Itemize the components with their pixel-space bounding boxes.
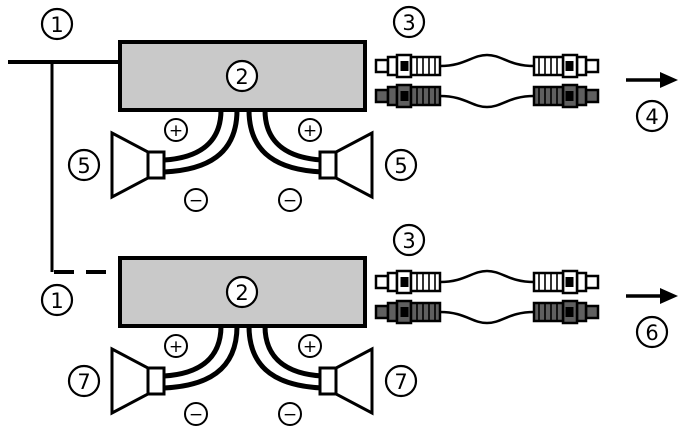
callout-7-left: 7 (67, 364, 101, 398)
arrow-right-bottom-icon (624, 286, 680, 306)
svg-text:−: − (189, 405, 203, 425)
rca-cable-white-bottom (439, 269, 535, 284)
svg-text:+: + (303, 121, 317, 141)
svg-text:+: + (303, 337, 317, 357)
rca-cable-white-top (439, 53, 535, 68)
rca-cable-gray-bottom (439, 310, 535, 325)
speaker-right-top-icon (318, 131, 374, 199)
callout-1-bottom: 1 (40, 283, 74, 317)
rca-plug-gray-left-bottom-icon (374, 299, 442, 325)
svg-text:2: 2 (235, 281, 248, 305)
svg-text:1: 1 (50, 13, 63, 37)
callout-4: 4 (635, 99, 669, 133)
callout-7-right: 7 (384, 364, 418, 398)
svg-text:7: 7 (77, 370, 90, 394)
svg-text:+: + (169, 337, 183, 357)
callout-3-top: 3 (392, 5, 426, 39)
svg-text:−: − (283, 405, 297, 425)
callout-3-bottom: 3 (392, 223, 426, 257)
plus-icon-bottom-left: + (164, 334, 188, 358)
svg-text:5: 5 (77, 154, 90, 178)
minus-icon-top-left: − (184, 188, 208, 212)
rca-plug-white-right-top-icon (532, 53, 600, 79)
speaker-wire-bottom-right-negative (246, 325, 323, 391)
minus-icon-bottom-left: − (184, 402, 208, 426)
plus-icon-top-right: + (298, 118, 322, 142)
plus-icon-bottom-right: + (298, 334, 322, 358)
speaker-wire-bottom-right-positive (262, 325, 323, 379)
rca-plug-gray-left-top-icon (374, 83, 442, 109)
minus-icon-top-right: − (278, 188, 302, 212)
speaker-wire-top-left-negative (163, 109, 240, 175)
speaker-wire-bottom-left-negative (163, 325, 240, 391)
rca-plug-white-left-bottom-icon (374, 269, 442, 295)
rca-plug-white-right-bottom-icon (532, 269, 600, 295)
rca-plug-white-left-top-icon (374, 53, 442, 79)
speaker-right-bottom-icon (318, 347, 374, 415)
svg-text:7: 7 (394, 370, 407, 394)
speaker-left-bottom-icon (110, 347, 166, 415)
callout-1-top: 1 (40, 7, 74, 41)
minus-icon-bottom-right: − (278, 402, 302, 426)
speaker-wire-top-right-negative (246, 109, 323, 175)
svg-text:−: − (189, 191, 203, 211)
callout-5-right: 5 (384, 148, 418, 182)
speaker-wire-top-left-positive (163, 109, 224, 163)
svg-text:+: + (169, 121, 183, 141)
svg-text:3: 3 (402, 11, 415, 35)
speaker-wire-top-right-positive (262, 109, 323, 163)
svg-text:2: 2 (235, 65, 248, 89)
callout-6: 6 (635, 315, 669, 349)
callout-2-top: 2 (225, 59, 259, 93)
svg-text:3: 3 (402, 229, 415, 253)
speaker-left-top-icon (110, 131, 166, 199)
svg-text:1: 1 (50, 289, 63, 313)
rca-plug-gray-right-top-icon (532, 83, 600, 109)
svg-text:6: 6 (645, 321, 658, 345)
speaker-wire-bottom-left-positive (163, 325, 224, 379)
callout-2-bottom: 2 (225, 275, 259, 309)
rca-plug-gray-right-bottom-icon (532, 299, 600, 325)
plus-icon-top-left: + (164, 118, 188, 142)
lower-section: + + − − 1 2 3 6 (40, 223, 680, 426)
callout-5-left: 5 (67, 148, 101, 182)
svg-text:4: 4 (645, 105, 658, 129)
svg-text:5: 5 (394, 154, 407, 178)
svg-text:−: − (283, 191, 297, 211)
upper-section: + + − − 1 2 3 4 (8, 5, 680, 272)
arrow-right-top-icon (624, 70, 680, 90)
rca-cable-gray-top (439, 94, 535, 109)
unit-box-bottom (118, 256, 367, 328)
